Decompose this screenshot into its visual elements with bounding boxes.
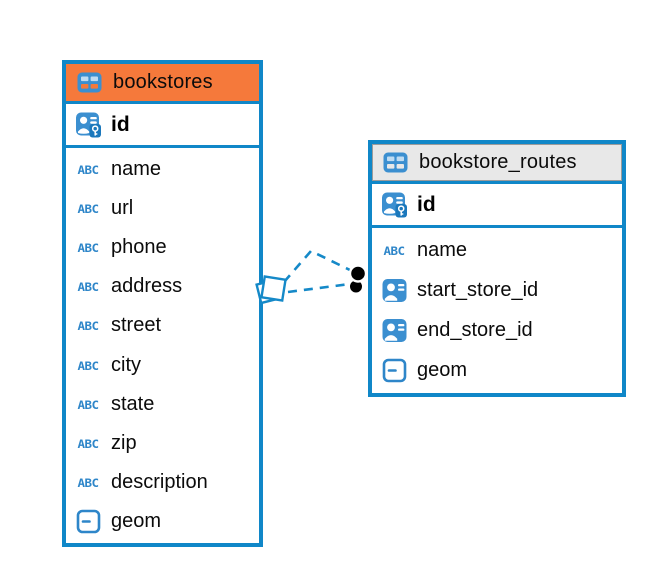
column-name: name	[111, 158, 162, 181]
column-row[interactable]: ABC zip	[66, 424, 259, 463]
relationship-line-end-store[interactable]	[283, 249, 353, 283]
column-list: ABC name start_store_id	[372, 228, 622, 393]
column-name: start_store_id	[417, 278, 539, 301]
primary-key-icon	[73, 111, 103, 138]
column-list: ABC name ABC url ABC phone ABC address A…	[66, 148, 259, 543]
text-type-icon: ABC	[77, 318, 99, 334]
table-title: bookstore_routes	[419, 151, 577, 173]
column-row[interactable]: ABC name	[372, 230, 622, 270]
column-name: zip	[111, 431, 137, 454]
column-name: geom	[111, 509, 162, 532]
column-name: name	[417, 238, 468, 261]
column-name: url	[111, 197, 134, 220]
table-header-bookstore-routes[interactable]: bookstore_routes	[372, 144, 622, 184]
column-row-pk[interactable]: id	[66, 104, 259, 148]
column-name: description	[111, 470, 208, 493]
table-icon	[380, 152, 410, 173]
column-row[interactable]: ABC address	[66, 267, 259, 306]
column-row[interactable]: ABC description	[66, 463, 259, 502]
table-header-bookstores[interactable]: bookstores	[66, 64, 259, 104]
column-row[interactable]: ABC phone	[66, 228, 259, 267]
column-row[interactable]: ABC city	[66, 345, 259, 384]
column-name: geom	[417, 359, 468, 382]
column-row[interactable]: ABC url	[66, 189, 259, 228]
text-type-icon: ABC	[77, 436, 99, 451]
column-row[interactable]: end_store_id	[372, 311, 622, 351]
relationship-source-marker[interactable]	[260, 275, 287, 302]
column-row[interactable]: ABC state	[66, 385, 259, 424]
text-type-icon: ABC	[77, 162, 99, 177]
relationship-line-start-store[interactable]	[287, 282, 351, 294]
column-name: state	[111, 392, 155, 415]
table-node-bookstore-routes[interactable]: bookstore_routes id ABC	[368, 140, 626, 397]
relationship-target-dot[interactable]	[348, 264, 368, 283]
column-name: end_store_id	[417, 319, 533, 342]
text-type-icon: ABC	[383, 243, 405, 258]
text-type-icon: ABC	[77, 201, 99, 216]
column-name: address	[111, 275, 183, 298]
primary-key-icon	[379, 191, 409, 218]
column-row[interactable]: ABC street	[66, 306, 259, 345]
column-row[interactable]: ABC name	[66, 150, 259, 189]
column-row-pk[interactable]: id	[372, 184, 622, 228]
geometry-type-icon	[379, 358, 409, 383]
geometry-type-icon	[73, 509, 103, 534]
table-icon	[74, 72, 104, 93]
text-type-icon: ABC	[77, 475, 99, 490]
text-type-icon: ABC	[77, 396, 99, 412]
column-name: city	[111, 353, 141, 376]
reference-type-icon	[379, 318, 409, 343]
table-title: bookstores	[113, 71, 213, 93]
column-name: street	[111, 314, 162, 337]
text-type-icon: ABC	[77, 279, 99, 294]
relationship-target-dot[interactable]	[348, 278, 364, 295]
column-row[interactable]: geom	[66, 502, 259, 541]
reference-type-icon	[379, 278, 409, 303]
column-name: id	[111, 112, 130, 136]
text-type-icon: ABC	[77, 240, 99, 255]
column-name: id	[417, 192, 436, 216]
column-name: phone	[111, 236, 167, 259]
column-row[interactable]: geom	[372, 351, 622, 391]
text-type-icon: ABC	[77, 357, 99, 373]
column-row[interactable]: start_store_id	[372, 270, 622, 310]
table-node-bookstores[interactable]: bookstores id ABC	[62, 60, 263, 547]
